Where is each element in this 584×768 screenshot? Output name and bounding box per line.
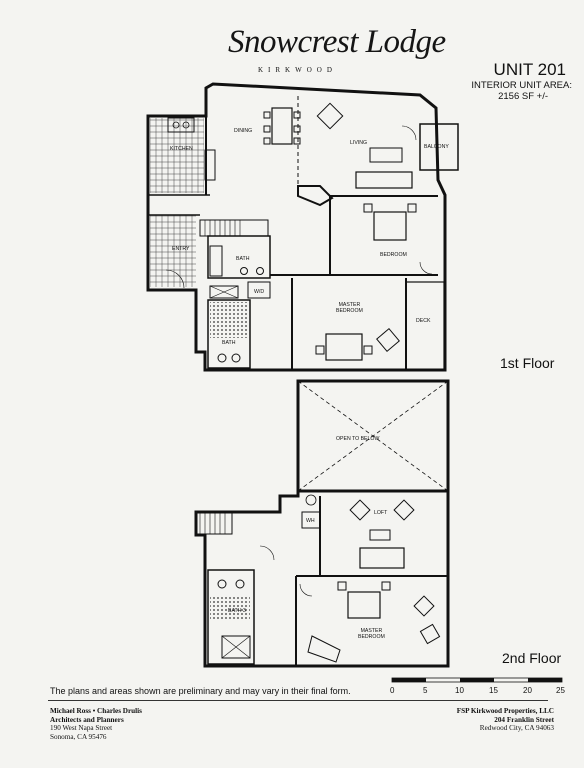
room-label-kitchen: KITCHEN xyxy=(170,146,193,152)
room-label-master2-line1: MASTER xyxy=(360,628,383,634)
room-label-living: LIVING xyxy=(350,140,368,146)
second-floor-plan xyxy=(194,379,450,668)
scale-label-25: 25 xyxy=(556,686,565,695)
room-label-master-bedroom: MASTER BEDROOM xyxy=(336,302,363,314)
room-label-deck: DECK xyxy=(416,318,431,324)
developer-street: 204 Franklin Street xyxy=(494,715,554,724)
room-label-bath-3: BATH 3 xyxy=(228,608,246,614)
floor-label-second: 2nd Floor xyxy=(502,650,562,666)
disclaimer: The plans and areas shown are preliminar… xyxy=(50,686,351,696)
room-label-bath: BATH xyxy=(236,256,250,262)
scale-label-20: 20 xyxy=(523,686,532,695)
unit-title: UNIT 201 xyxy=(493,60,566,79)
scale-label-0: 0 xyxy=(390,686,395,695)
architect-credit: Michael Ross • Charles Drulis Architects… xyxy=(50,707,142,741)
room-label-entry: ENTRY xyxy=(172,246,190,252)
logo-subtitle: KIRKWOOD xyxy=(258,66,337,74)
room-label-balcony: BALCONY xyxy=(424,144,449,150)
room-label-loft: LOFT xyxy=(374,510,388,516)
room-label-master2-line2: BEDROOM xyxy=(358,634,385,640)
scale-label-5: 5 xyxy=(423,686,428,695)
balcony-outline xyxy=(419,123,459,171)
logo-wordmark: Snowcrest Lodge xyxy=(228,24,446,60)
room-label-master-line1: MASTER xyxy=(338,302,361,308)
developer-credit: FSP Kirkwood Properties, LLC 204 Frankli… xyxy=(457,707,554,733)
scale-label-15: 15 xyxy=(489,686,498,695)
architect-names: Michael Ross • Charles Drulis xyxy=(50,707,142,715)
room-label-master-bath: BATH xyxy=(222,340,236,346)
unit-area-label: INTERIOR UNIT AREA: xyxy=(471,80,572,91)
architect-street: 190 West Napa Street xyxy=(50,724,113,732)
developer-name: FSP Kirkwood Properties, LLC xyxy=(456,707,554,715)
floor-label-first: 1st Floor xyxy=(500,355,555,371)
room-label-bedroom: BEDROOM xyxy=(380,252,407,258)
room-label-master-bedroom-2: MASTER BEDROOM xyxy=(358,628,385,640)
room-label-wh: WH xyxy=(306,518,315,524)
room-label-master-line2: BEDROOM xyxy=(336,308,363,314)
first-floor-plan xyxy=(146,82,459,372)
developer-city: Redwood City, CA 94063 xyxy=(479,724,554,732)
room-label-open-to-below: OPEN TO BELOW xyxy=(336,436,380,442)
unit-area-value: 2156 SF +/- xyxy=(498,91,548,102)
room-label-wd: W/D xyxy=(254,289,265,295)
architect-firm: Architects and Planners xyxy=(50,715,124,724)
scale-bar xyxy=(391,677,563,683)
architect-city: Sonoma, CA 95476 xyxy=(50,732,107,741)
footer-divider xyxy=(48,700,548,701)
scale-label-10: 10 xyxy=(455,686,464,695)
room-label-dining: DINING xyxy=(234,128,253,134)
